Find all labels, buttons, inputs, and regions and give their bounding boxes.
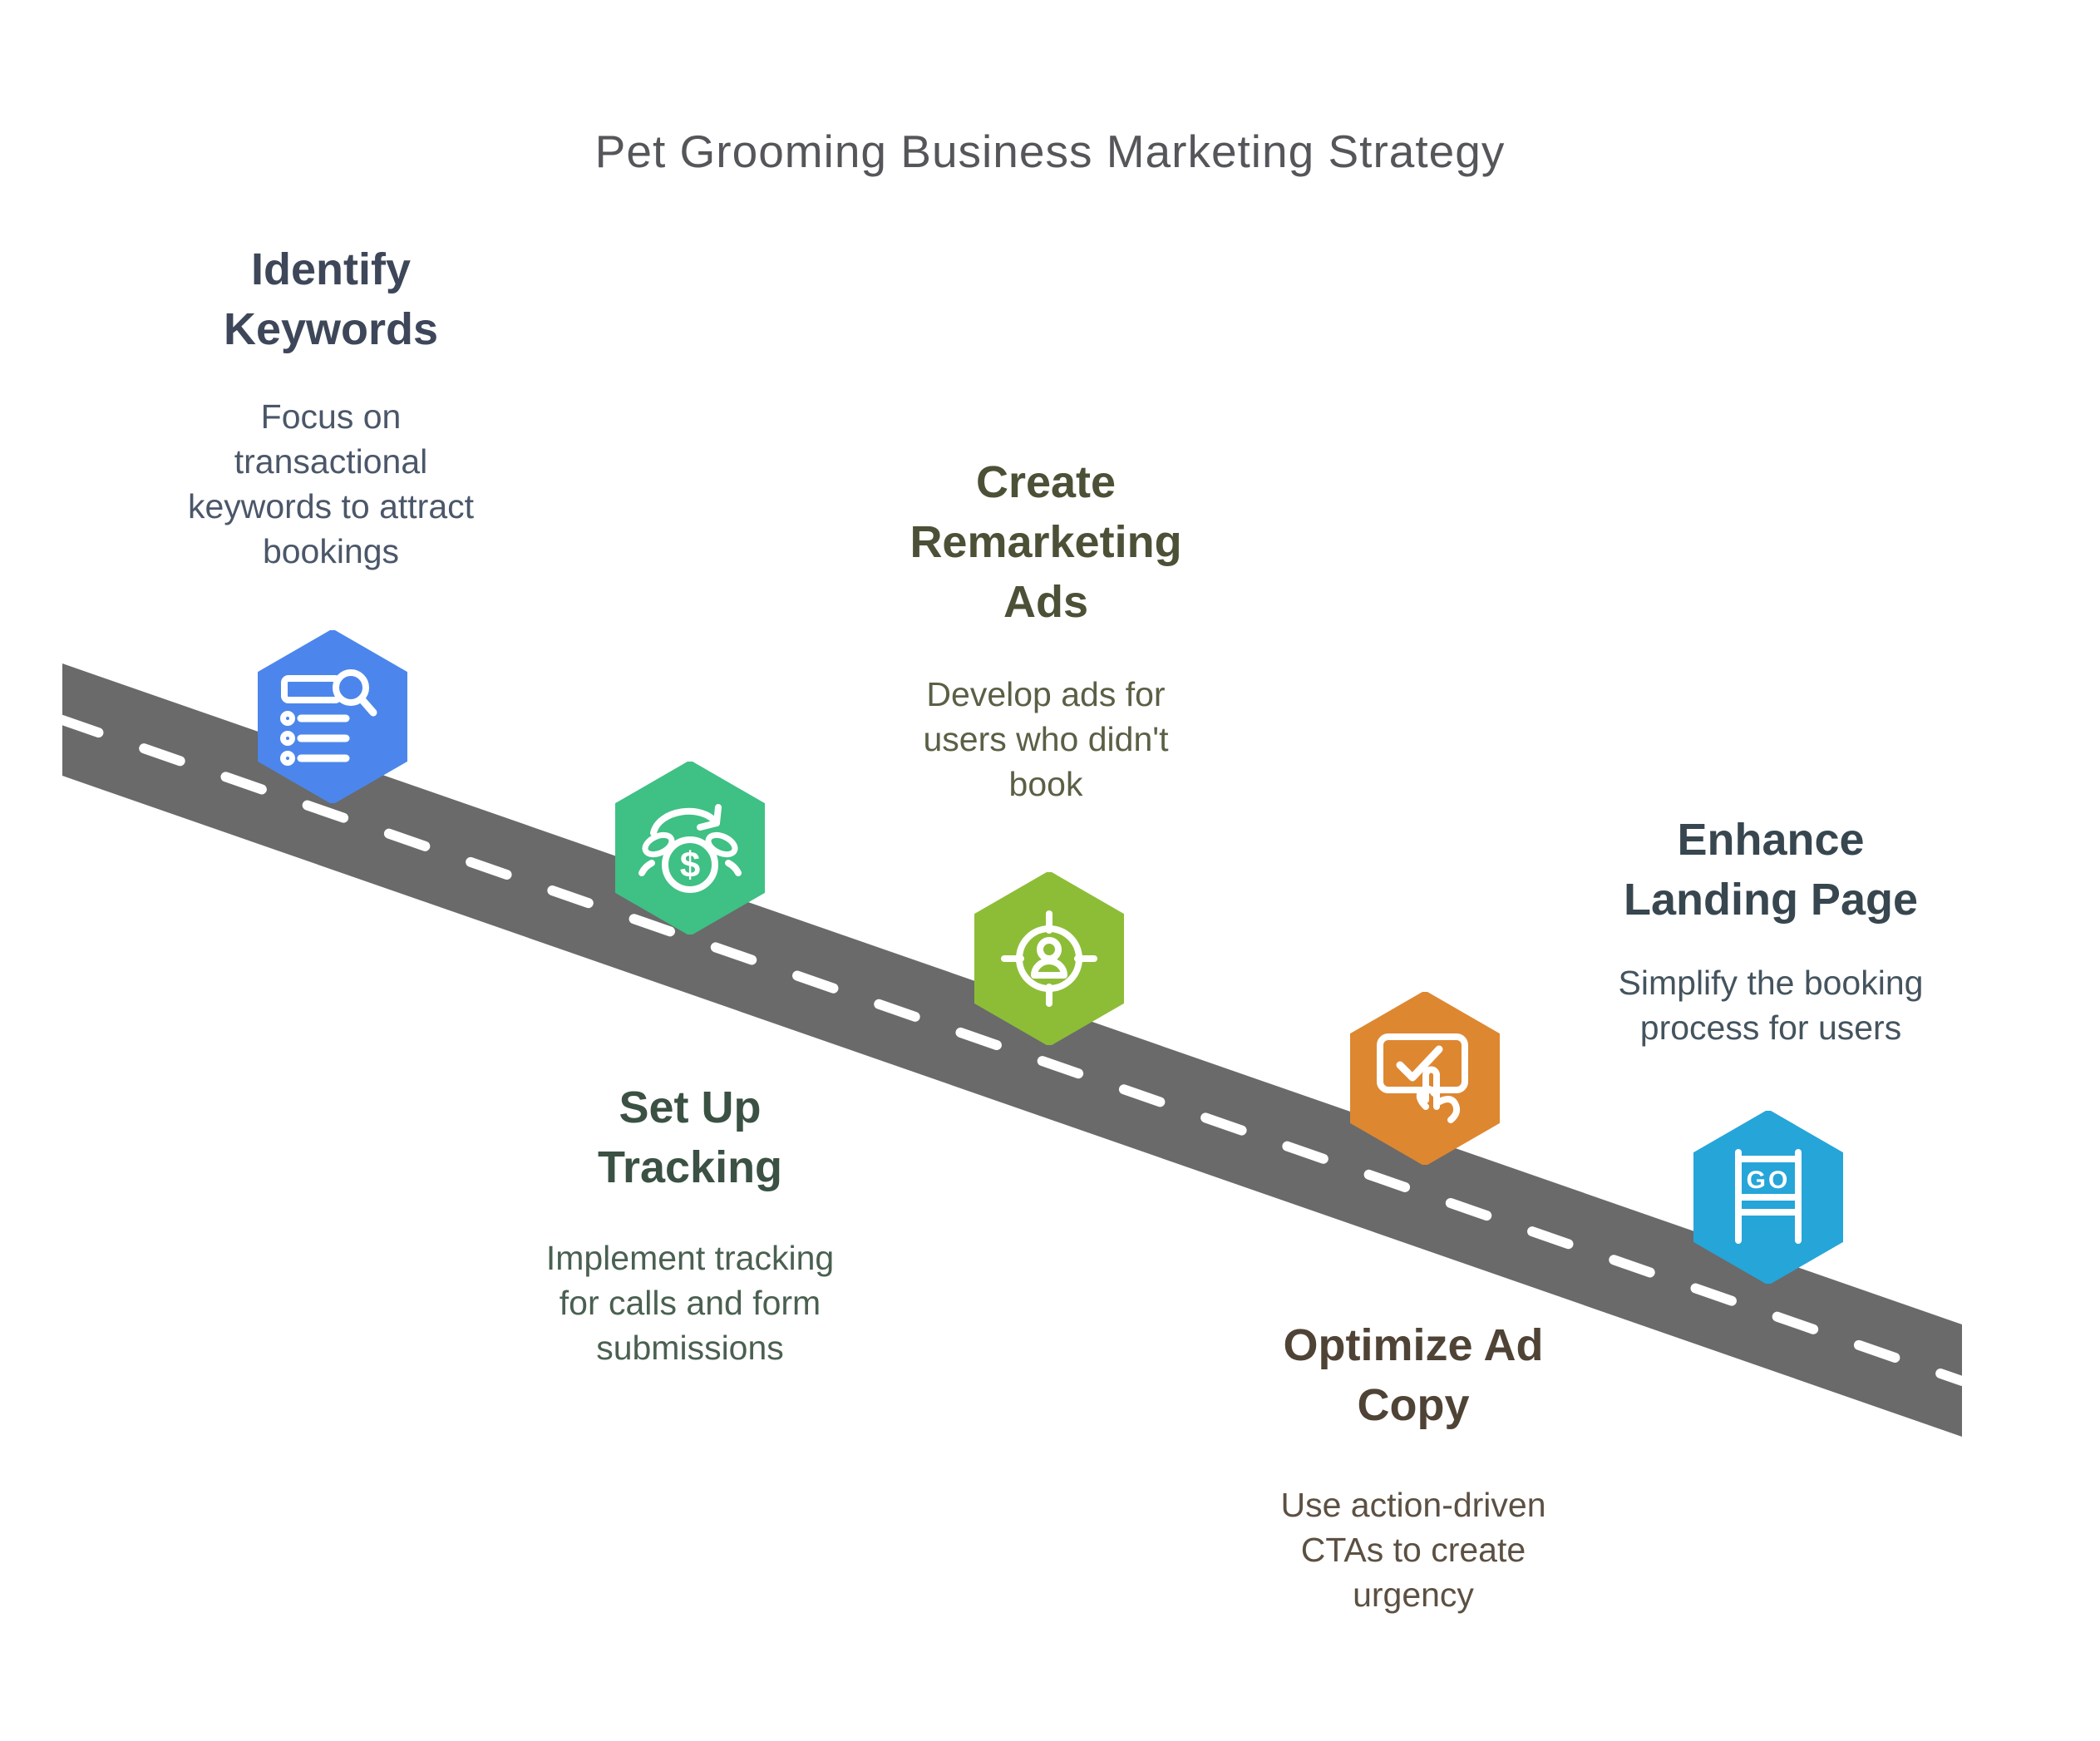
go-sign-icon: GO (1735, 1149, 1802, 1244)
step-heading: Enhance Landing Page (1623, 815, 1919, 925)
hexagon-shape (615, 762, 765, 935)
step-block-create-remarketing-ads: Create Remarketing Ads Develop ads for u… (863, 452, 1229, 806)
step-description: Use action-driven CTAs to create urgency (1280, 1486, 1546, 1614)
step-description: Implement tracking for calls and form su… (545, 1239, 835, 1367)
milestone-hex-identify-keywords (258, 630, 407, 803)
road-surface (62, 663, 1962, 1437)
step-heading: Create Remarketing Ads (910, 457, 1182, 627)
money-cycle-icon: $ (638, 804, 742, 893)
page-title: Pet Grooming Business Marketing Strategy (594, 126, 1506, 177)
step-block-optimize-ad-copy: Optimize Ad Copy Use action-driven CTAs … (1222, 1315, 1605, 1617)
step-heading: Optimize Ad Copy (1283, 1320, 1544, 1430)
step-block-enhance-landing-page: Enhance Landing Page Simplify the bookin… (1580, 810, 1962, 1050)
step-description: Develop ads for users who didn't book (923, 675, 1169, 803)
click-check-icon (1377, 1033, 1468, 1123)
step-heading: Identify Keywords (223, 244, 439, 354)
milestone-hex-create-remarketing-ads (974, 872, 1124, 1045)
milestone-hex-enhance-landing-page: GO (1693, 1111, 1843, 1284)
step-block-set-up-tracking: Set Up Tracking Implement tracking for c… (507, 1078, 873, 1370)
road-centerline (57, 715, 1967, 1386)
step-heading: Set Up Tracking (597, 1083, 783, 1192)
step-description: Focus on transactional keywords to attra… (187, 397, 475, 570)
step-block-identify-keywords: Identify Keywords Focus on transactional… (148, 239, 514, 574)
milestone-hex-set-up-tracking: $ (615, 762, 765, 935)
milestone-hex-optimize-ad-copy (1350, 992, 1500, 1165)
step-description: Simplify the booking process for users (1618, 964, 1924, 1047)
dollar-glyph: $ (680, 845, 700, 885)
target-user-icon (1001, 910, 1097, 1007)
go-label: GO (1747, 1166, 1791, 1194)
keyword-search-list-icon (280, 669, 377, 766)
